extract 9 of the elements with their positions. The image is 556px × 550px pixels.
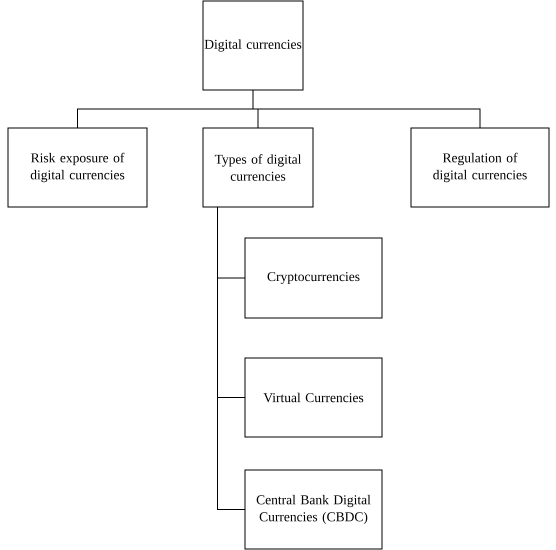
box: Cryptocurrencies (244, 238, 382, 318)
box: Types of digital currencies (202, 128, 314, 208)
connector-line (252, 90, 480, 128)
box: Risk exposure of digital currencies (8, 128, 148, 208)
connector-line (217, 207, 245, 510)
box: Regulation of digital currencies (410, 128, 550, 208)
box: Central Bank Digital Currencies (CBDC) (244, 470, 382, 550)
box: Virtual Currencies (244, 358, 382, 438)
box: Digital currencies (202, 0, 304, 90)
